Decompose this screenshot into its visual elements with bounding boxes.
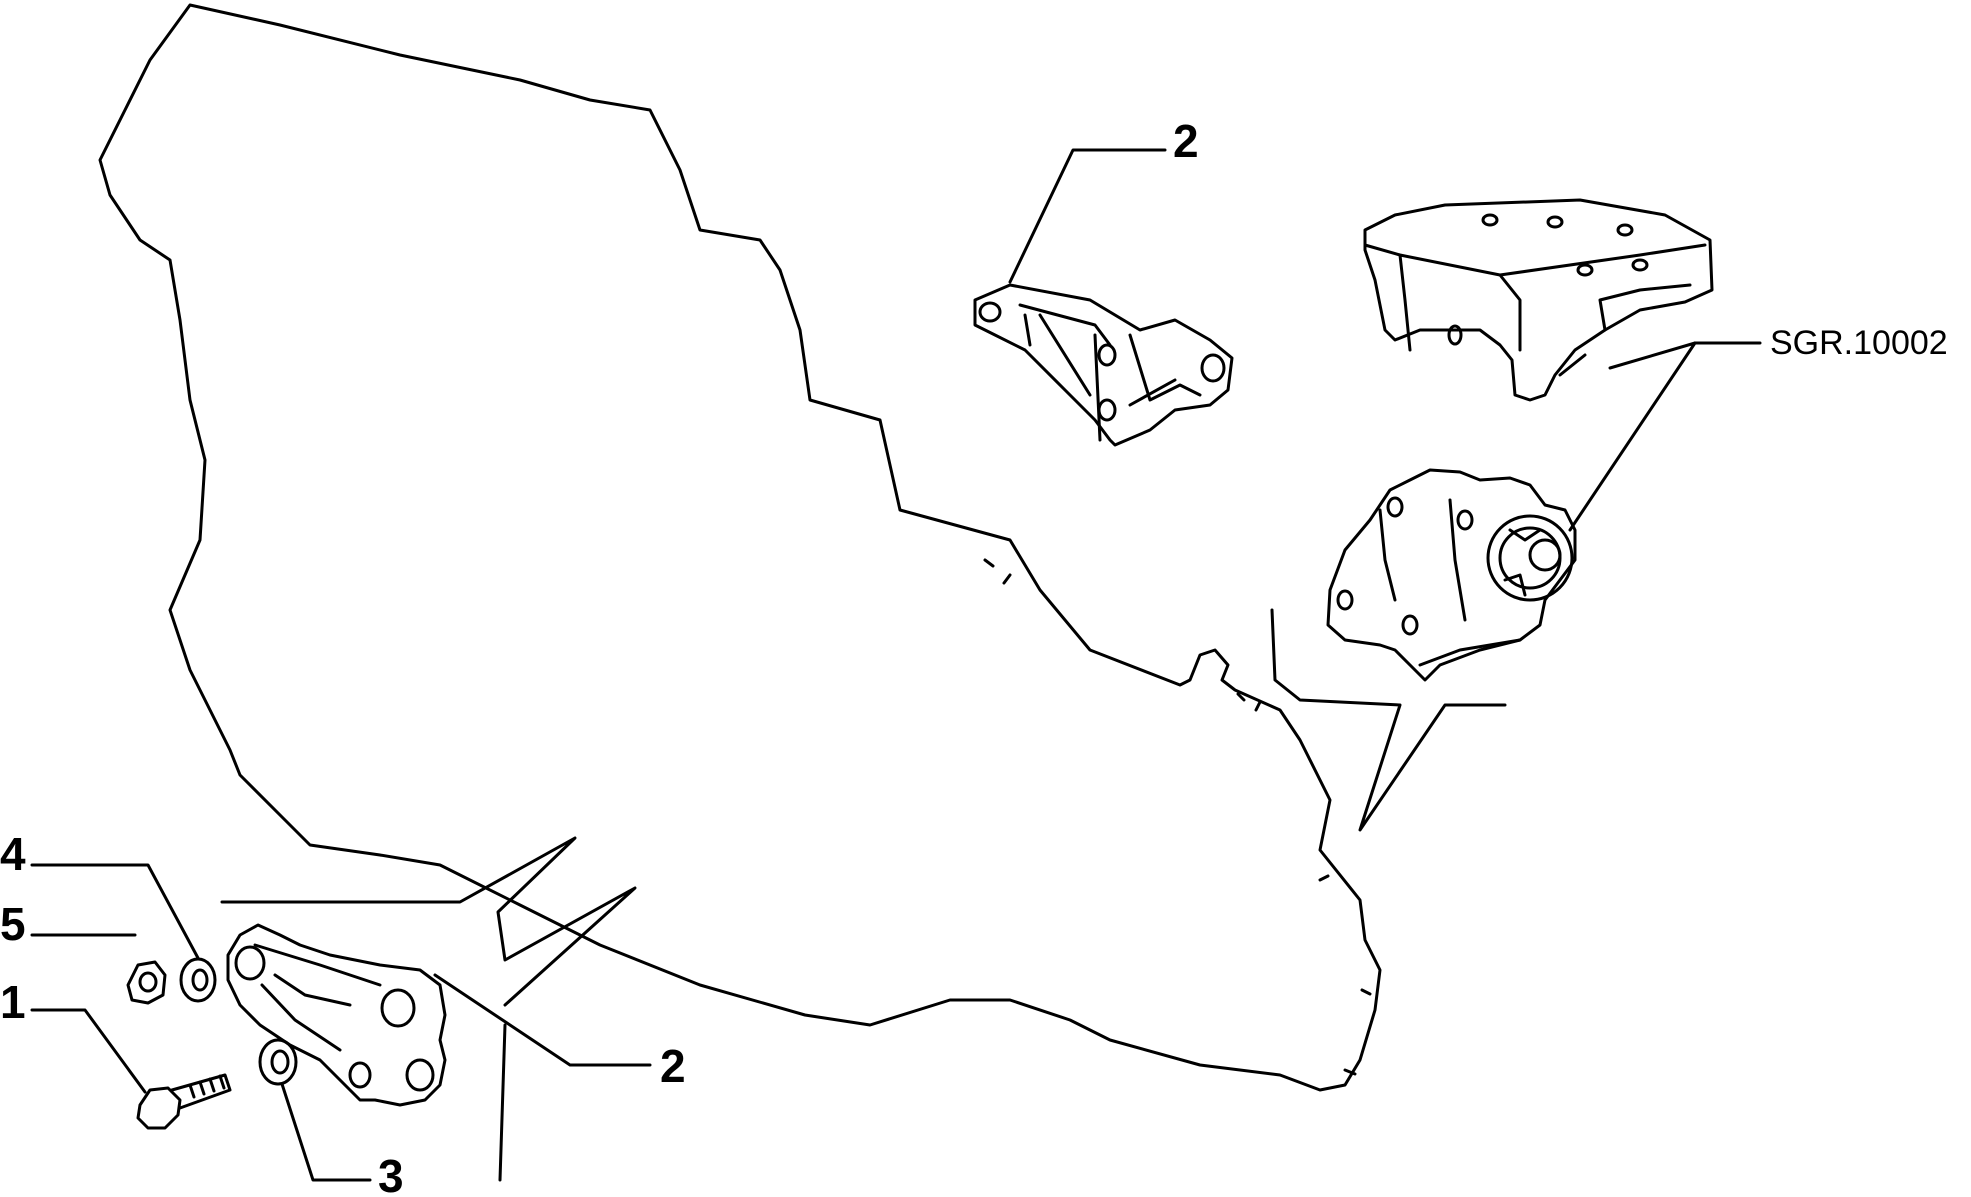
engine-bracket-bottom: [226, 923, 447, 1107]
leader-line-2-bottom: [433, 973, 652, 1067]
label-item-2-bottom: 2: [660, 1040, 686, 1092]
block-texture: [983, 558, 1372, 1076]
leader-line-1: [30, 1008, 147, 1094]
engine-block-outline: [98, 3, 1382, 1092]
mount-bracket-upper-right: [1363, 198, 1714, 402]
label-reference-code: SGR.10002: [1770, 324, 1948, 362]
bolt: [136, 1073, 232, 1130]
leader-line-2-top: [1008, 148, 1167, 284]
washer-bottom: [258, 1038, 298, 1086]
nut: [126, 960, 167, 1005]
label-item-1: 1: [0, 976, 26, 1028]
guide-line-vertical: [498, 1023, 507, 1182]
label-item-2-top: 2: [1173, 115, 1199, 167]
guide-line-left: [220, 836, 637, 1007]
engine-bracket-top: [973, 283, 1234, 447]
washer-top: [179, 957, 217, 1003]
leader-line-4: [30, 863, 200, 960]
leader-line-3: [280, 1082, 372, 1182]
rubber-mount-lower-right: [1326, 468, 1577, 682]
leader-line-reference: [1568, 341, 1762, 532]
label-item-3: 3: [378, 1150, 404, 1197]
label-item-5: 5: [0, 898, 26, 950]
label-item-4: 4: [0, 828, 26, 880]
guide-line-right: [1270, 608, 1507, 832]
